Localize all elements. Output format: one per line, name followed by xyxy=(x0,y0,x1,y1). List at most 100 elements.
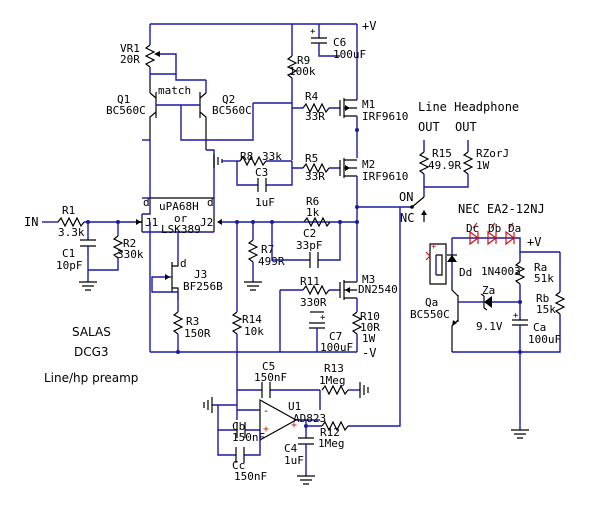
r13-value: 1Meg xyxy=(319,374,346,387)
r1-resistor xyxy=(42,216,142,228)
ra-ref: Ra xyxy=(534,261,547,274)
r2-resistor xyxy=(88,222,124,271)
r13-resistor xyxy=(321,382,369,398)
m2-mosfet xyxy=(339,130,358,264)
svg-text:+: + xyxy=(310,27,316,37)
c6-ref: C6 xyxy=(333,36,346,49)
r9-value: 100k xyxy=(289,65,316,78)
u1-type: AD823 xyxy=(293,412,326,425)
cc-ref: Cc xyxy=(232,459,245,472)
ground-input xyxy=(79,281,97,291)
db-label: Db xyxy=(488,222,501,235)
q1-ref: Q1 xyxy=(117,93,130,106)
out-hp-label: OUT xyxy=(455,120,477,134)
m1-type: IRF9610 xyxy=(362,110,408,123)
r11-value: 330R xyxy=(300,296,327,309)
c2-value: 33pF xyxy=(296,239,323,252)
c3-capacitor xyxy=(236,161,293,192)
r14-value: 10k xyxy=(244,325,264,338)
output-wires xyxy=(418,140,474,197)
u1-opamp: - + + xyxy=(237,398,320,442)
m2-ref: M2 xyxy=(362,158,375,171)
vminus-label: -V xyxy=(362,346,376,360)
za-value: 9.1V xyxy=(476,320,503,333)
dual-jfet xyxy=(136,197,222,262)
ca-capacitor: + xyxy=(511,302,529,439)
svg-text:+: + xyxy=(263,424,269,435)
q-base-link xyxy=(175,74,181,81)
da-label: Da xyxy=(508,222,521,235)
c1-capacitor xyxy=(80,222,96,282)
za-zener xyxy=(470,293,492,311)
c3-ref: C3 xyxy=(255,166,268,179)
c5-ref: C5 xyxy=(262,360,275,373)
rb-resistor xyxy=(452,252,566,353)
r1-ref: R1 xyxy=(62,204,75,217)
q2-type: BC560C xyxy=(212,104,252,117)
r4-ref: R4 xyxy=(305,90,319,103)
j2-label: J2 xyxy=(200,216,213,229)
dc-label: Dc xyxy=(466,222,479,235)
c2-capacitor xyxy=(271,222,341,268)
r6-value: 1k xyxy=(306,206,320,219)
r15-value: 49.9R xyxy=(428,159,461,172)
j3-ref: J3 xyxy=(194,268,207,281)
relay-nc-label: NC xyxy=(400,211,414,225)
c4-capacitor xyxy=(297,426,315,485)
r7-resistor xyxy=(244,222,262,291)
r4-resistor xyxy=(292,102,340,114)
c6-value: 100uF xyxy=(333,48,366,61)
q1-type: BC560C xyxy=(106,104,146,117)
out-line-label: OUT xyxy=(418,120,440,134)
r5-ref: R5 xyxy=(305,152,318,165)
qa-ref: Qa xyxy=(425,296,438,309)
q2-to-r4 xyxy=(206,103,254,141)
dd-diode xyxy=(447,250,457,280)
r2-ref: R2 xyxy=(123,237,136,250)
j3-jfet xyxy=(151,262,179,300)
svg-text:+: + xyxy=(291,420,297,431)
d-pin-1: d xyxy=(143,196,150,209)
dd-ref: Dd xyxy=(459,266,472,279)
r2-value: 330k xyxy=(117,248,144,261)
svg-text:+: + xyxy=(320,313,326,323)
r13-ref: R13 xyxy=(324,362,344,375)
c4-ref: C4 xyxy=(284,442,298,455)
ra-value: 51k xyxy=(534,272,554,285)
c2-ref: C2 xyxy=(303,227,316,240)
r3-value: 150R xyxy=(184,327,211,340)
m3-type: DN2540 xyxy=(358,283,398,296)
r15-ref: R15 xyxy=(432,147,452,160)
ground-r8 xyxy=(213,154,237,168)
r14-ref: R14 xyxy=(242,313,262,326)
r9-ref: R9 xyxy=(297,54,310,67)
m3-mosfet xyxy=(339,264,358,312)
q1-transistor xyxy=(149,80,181,140)
r1-value: 3.3k xyxy=(58,226,85,239)
vr1-value: 20R xyxy=(120,53,140,66)
r6-resistor xyxy=(303,216,331,228)
svg-text:+: + xyxy=(513,311,519,321)
ca-value: 100uF xyxy=(528,333,561,346)
cc-value: 150nF xyxy=(234,470,267,483)
pin-d-j3: d xyxy=(180,257,187,270)
author-name: SALAS xyxy=(72,325,111,339)
c5-capacitor xyxy=(237,382,321,410)
r10-resistor xyxy=(351,311,363,352)
r10-ref: R10 xyxy=(360,310,380,323)
r3-resistor xyxy=(172,292,184,352)
c7-ref: C7 xyxy=(329,330,342,343)
rb-ref: Rb xyxy=(536,292,549,305)
c5-value: 150nF xyxy=(254,371,287,384)
j3-type: BF256B xyxy=(183,280,223,293)
relay-type-label: NEC EA2-12NJ xyxy=(458,202,545,216)
c3-value: 1uF xyxy=(255,196,275,209)
r12-ref: R12 xyxy=(320,426,340,439)
r9-resistor xyxy=(286,55,298,160)
relay-on-label: ON xyxy=(399,190,413,204)
input-label: IN xyxy=(24,215,38,229)
q2-ref: Q2 xyxy=(222,93,235,106)
c4-value: 1uF xyxy=(284,454,304,467)
r7-ref: R7 xyxy=(261,243,274,256)
